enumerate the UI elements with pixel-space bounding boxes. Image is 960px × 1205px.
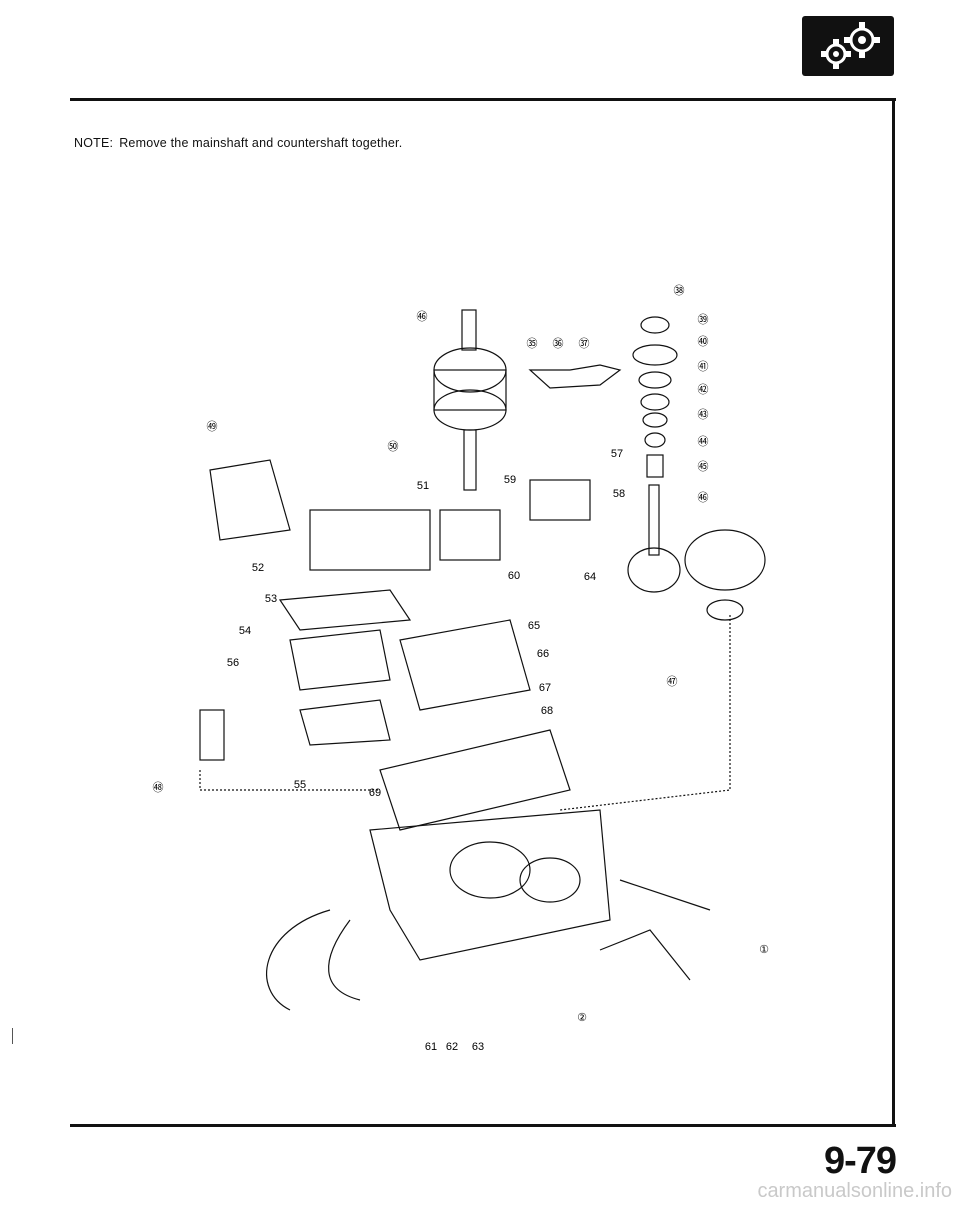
mainshaft-tip xyxy=(461,309,477,351)
secondary-valve-body xyxy=(289,629,391,691)
part-label: 58 xyxy=(613,488,625,500)
part-label: ㊱ xyxy=(553,337,564,350)
part-label: ㊲ xyxy=(579,337,590,350)
part-label: ㊺ xyxy=(698,460,709,473)
note-text: NOTE: Remove the mainshaft and countersha… xyxy=(74,136,402,150)
part-label: 64 xyxy=(584,571,596,583)
page-number: 9-79 xyxy=(823,1140,897,1182)
mainshaft-shaft xyxy=(463,429,477,491)
transmission-gears-icon xyxy=(802,16,894,76)
part-label: 60 xyxy=(508,570,520,582)
part-label: ㊸ xyxy=(698,408,709,421)
shift-solenoid xyxy=(199,709,225,761)
watermark-text: carmanualsonline.info xyxy=(757,1180,952,1202)
margin-mark xyxy=(12,1028,13,1044)
main-separator-plate xyxy=(379,729,571,831)
shift-fork xyxy=(528,364,622,389)
countershaft-shaft xyxy=(648,484,660,556)
part-label: 56 xyxy=(227,657,239,669)
transmission-housing xyxy=(369,809,611,961)
servo-body xyxy=(209,459,291,541)
parking-gear xyxy=(684,529,766,591)
part-label: 69 xyxy=(369,787,381,799)
part-label: 61 xyxy=(425,1041,437,1053)
part-label: 65 xyxy=(528,620,540,632)
part-label: ㊻ xyxy=(417,310,428,323)
part-callouts: ㊻ ㉟ ㊱ ㊲ ㊳ ㊴ ㊵ ㊶ ㊷ ㊸ ㊹ ㊺ ㊻ ㊾ ㊿ 51 57 58 5… xyxy=(153,284,770,1053)
part-label: ㊼ xyxy=(667,675,678,688)
part-label: ㊶ xyxy=(698,360,709,373)
regulator-valve-body xyxy=(309,509,431,571)
countershaft-gear xyxy=(632,344,678,366)
part-label: 68 xyxy=(541,705,553,717)
header-rule xyxy=(70,98,896,101)
main-valve-body xyxy=(399,619,531,711)
part-label: ① xyxy=(759,944,769,956)
mainshaft-drum xyxy=(433,369,507,411)
note-body: Remove the mainshaft and countershaft to… xyxy=(119,136,403,150)
footer-rule xyxy=(70,1124,896,1127)
countershaft-clutch xyxy=(627,547,681,593)
part-label: 63 xyxy=(472,1041,484,1053)
exploded-view-diagram: ㊻ ㉟ ㊱ ㊲ ㊳ ㊴ ㊵ ㊶ ㊷ ㊸ ㊹ ㊺ ㊻ ㊾ ㊿ 51 57 58 5… xyxy=(130,270,830,1100)
frame-right-border xyxy=(892,98,895,1126)
countershaft-collar xyxy=(646,454,664,478)
part-label: 59 xyxy=(504,474,516,486)
note-label: NOTE: xyxy=(74,136,114,150)
part-label: 53 xyxy=(265,593,277,605)
lockup-valve-body xyxy=(439,509,501,561)
separator-plate xyxy=(278,589,412,631)
part-label: ㊳ xyxy=(674,284,685,297)
part-label: 54 xyxy=(239,625,251,637)
countershaft-washer xyxy=(640,316,670,334)
wire-harness xyxy=(266,909,331,1011)
part-label: ㊷ xyxy=(698,383,709,396)
upper-separator-plate xyxy=(299,699,391,746)
part-label: ㊾ xyxy=(207,420,218,433)
part-label: ㉟ xyxy=(527,337,538,350)
part-label: ㊴ xyxy=(698,313,709,326)
part-label: 67 xyxy=(539,682,551,694)
part-label: ② xyxy=(577,1012,587,1024)
part-label: ㊹ xyxy=(698,435,709,448)
part-label: 62 xyxy=(446,1041,458,1053)
part-label: 51 xyxy=(417,480,429,492)
part-label: ㊽ xyxy=(153,781,164,794)
bearing xyxy=(706,599,744,621)
cooler-line xyxy=(619,879,711,911)
part-label: ㊵ xyxy=(698,335,709,348)
part-label: ㊿ xyxy=(388,440,399,453)
part-label: 52 xyxy=(252,562,264,574)
accumulator-body xyxy=(529,479,591,521)
transmission-exploded-view: ㊻ ㉟ ㊱ ㊲ ㊳ ㊴ ㊵ ㊶ ㊷ ㊸ ㊹ ㊺ ㊻ ㊾ ㊿ 51 57 58 5… xyxy=(153,284,770,1053)
part-label: 55 xyxy=(294,779,306,791)
part-label: ㊻ xyxy=(698,491,709,504)
part-label: 66 xyxy=(537,648,549,660)
part-label: 57 xyxy=(611,448,623,460)
